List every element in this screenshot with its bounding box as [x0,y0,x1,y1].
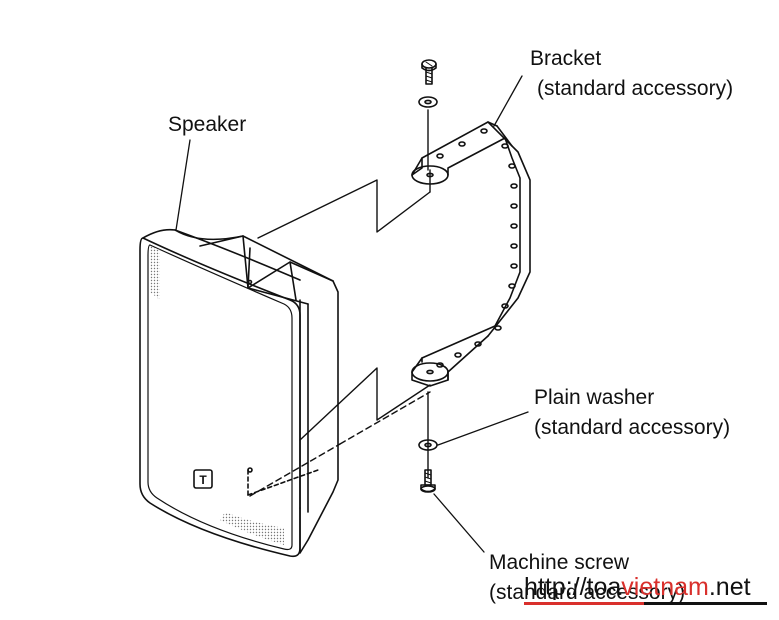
label-machine-screw-note: (standard accessory) [489,581,686,604]
leader-lines [175,75,529,553]
label-plain-washer-note: (standard accessory) [534,416,731,439]
watermark-url: http://toavietnam.net [524,571,751,603]
top-washer-icon [418,96,438,108]
bottom-washer-icon [418,439,438,451]
label-speaker: Speaker [168,113,247,136]
alignment-lines [249,109,431,497]
watermark-underline [524,602,767,605]
watermark-part-3: .net [708,573,751,601]
speaker-drawing [139,228,339,558]
speaker-logo-icon [193,469,213,489]
label-bracket-note: (standard accessory) [537,77,734,100]
bracket-drawing [411,121,531,387]
top-screw-icon [421,59,437,85]
speaker-logo-letter: T [199,473,207,487]
watermark-part-1: http://toa [524,573,622,601]
watermark-part-2: vietnam [621,573,709,601]
label-machine-screw: Machine screw [489,551,630,574]
bottom-screw-icon [420,469,436,493]
label-plain-washer: Plain washer [534,386,655,409]
label-bracket: Bracket [530,47,602,70]
